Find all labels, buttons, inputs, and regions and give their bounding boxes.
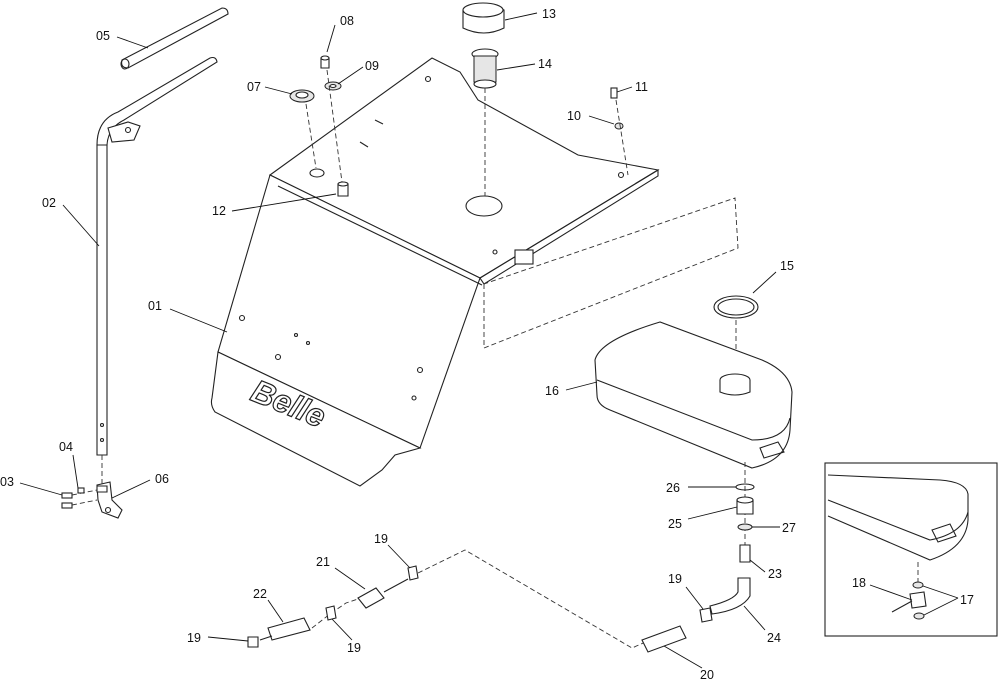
- fuel-hose: [641, 625, 687, 653]
- fuel-hose: [259, 617, 311, 641]
- elbow-fitting: [709, 577, 751, 615]
- label-02: 02: [42, 196, 56, 210]
- bush: [736, 496, 754, 515]
- bolts: [61, 455, 103, 509]
- fuel-strainer: [471, 48, 499, 89]
- label-04: 04: [59, 440, 73, 454]
- label-01: 01: [148, 299, 162, 313]
- outlet-fitting: [739, 544, 751, 563]
- inline-filter: [357, 578, 409, 609]
- screw: [610, 87, 618, 99]
- label-24: 24: [767, 631, 781, 645]
- label-05: 05: [96, 29, 110, 43]
- vent-cap: [320, 55, 330, 69]
- label-09: 09: [365, 59, 379, 73]
- hose-clip: [247, 636, 259, 648]
- label-11: 11: [635, 80, 648, 94]
- label-12: 12: [212, 204, 226, 218]
- hose-clip: [407, 565, 419, 581]
- label-14: 14: [538, 57, 552, 71]
- fuel-tank: [594, 321, 793, 469]
- fuel-cap: [462, 2, 505, 34]
- label-10: 10: [567, 109, 581, 123]
- label-20: 20: [700, 668, 714, 682]
- part-labels: 01 02 03 04 05 06 07 08 09 10 11 12 13 1…: [0, 7, 974, 682]
- label-08: 08: [340, 14, 354, 28]
- label-21: 21: [316, 555, 330, 569]
- label-22: 22: [253, 587, 267, 601]
- label-19-d: 19: [668, 572, 682, 586]
- cover-plate: Belle: [210, 57, 660, 487]
- handle-bracket: [96, 481, 123, 519]
- label-19-a: 19: [374, 532, 388, 546]
- fitting: [337, 181, 349, 197]
- label-13: 13: [542, 7, 556, 21]
- label-03: 03: [0, 475, 14, 489]
- small-washer: [614, 122, 624, 130]
- grommet: [289, 89, 315, 103]
- tank-seal: [713, 295, 759, 319]
- label-23: 23: [768, 567, 782, 581]
- label-25: 25: [668, 517, 682, 531]
- hose-clip: [699, 607, 713, 623]
- label-19-c: 19: [347, 641, 361, 655]
- label-07: 07: [247, 80, 261, 94]
- handle-tube: [96, 56, 218, 456]
- label-18: 18: [852, 576, 866, 590]
- seal-washer: [737, 523, 753, 531]
- label-27: 27: [782, 521, 796, 535]
- label-06: 06: [155, 472, 169, 486]
- hose-clip: [325, 605, 337, 621]
- label-15: 15: [780, 259, 794, 273]
- label-16: 16: [545, 384, 559, 398]
- label-19-b: 19: [187, 631, 201, 645]
- label-17: 17: [960, 593, 974, 607]
- hand-grip: [120, 7, 229, 70]
- leader-lines: [19, 12, 959, 669]
- inset-detail: [824, 462, 998, 637]
- label-26: 26: [666, 481, 680, 495]
